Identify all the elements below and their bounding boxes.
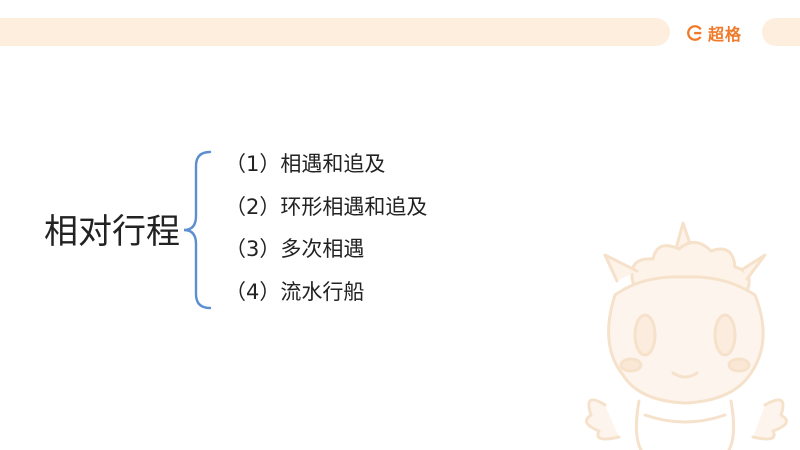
c-logo-icon <box>687 25 703 41</box>
header-band-tail <box>762 18 800 46</box>
topic-item: （1）相遇和追及 <box>225 152 386 176</box>
curly-brace-icon <box>183 150 212 310</box>
page-title: 相对行程 <box>44 212 180 252</box>
topic-item: （3）多次相遇 <box>225 237 365 261</box>
header-band <box>0 18 670 46</box>
brand-logo: 超格 <box>686 22 742 44</box>
brand-name: 超格 <box>708 25 743 44</box>
topic-list: （1）相遇和追及 （2）环形相遇和追及 （3）多次相遇 （4）流水行船 <box>225 145 427 315</box>
topic-item: （4）流水行船 <box>225 279 365 304</box>
topic-item: （2）环形相遇和追及 <box>225 194 428 219</box>
unicorn-mascot-watermark <box>585 221 788 450</box>
